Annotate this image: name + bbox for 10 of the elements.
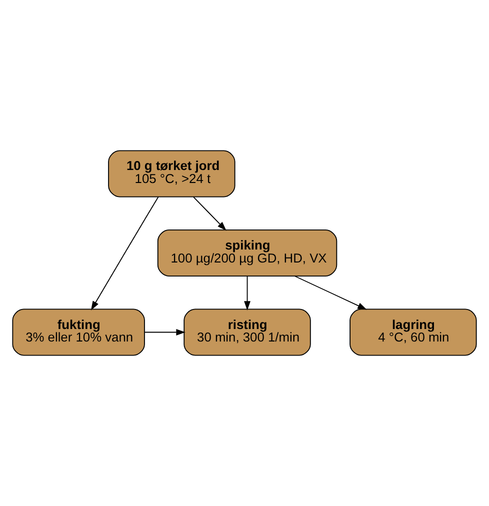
node-box: fukting 3% eller 10% vann [12,308,145,356]
node-box: risting 30 min, 300 1/min [184,308,311,356]
node-box: lagring 4 °C, 60 min [350,308,477,356]
arrow [144,329,186,336]
arrow [294,276,367,310]
arrow [244,276,250,310]
node-box: 10 g tørket jord 105 °C, >24 t [108,150,236,198]
arrow [90,196,159,310]
arrow [193,196,226,231]
node-box: spiking 100 µg/200 µg GD, HD, VX [157,230,338,276]
